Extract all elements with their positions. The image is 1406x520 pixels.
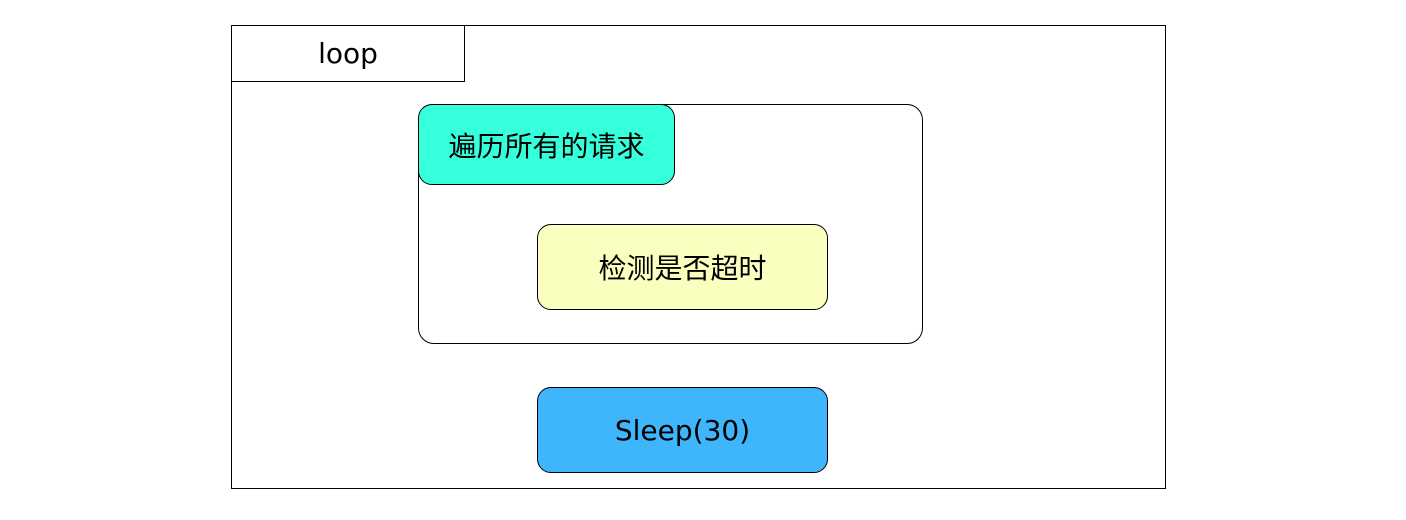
loop-frame-label: loop (231, 25, 465, 82)
iterate-requests-label: 遍历所有的请求 (448, 129, 645, 163)
sleep-label: Sleep(30) (614, 413, 751, 447)
loop-label-text: loop (318, 37, 378, 70)
check-timeout-label: 检测是否超时 (598, 252, 767, 285)
sleep-node: Sleep(30) (537, 387, 828, 473)
check-timeout-node: 检测是否超时 (537, 224, 828, 310)
iterate-requests-node: 遍历所有的请求 (418, 104, 675, 185)
